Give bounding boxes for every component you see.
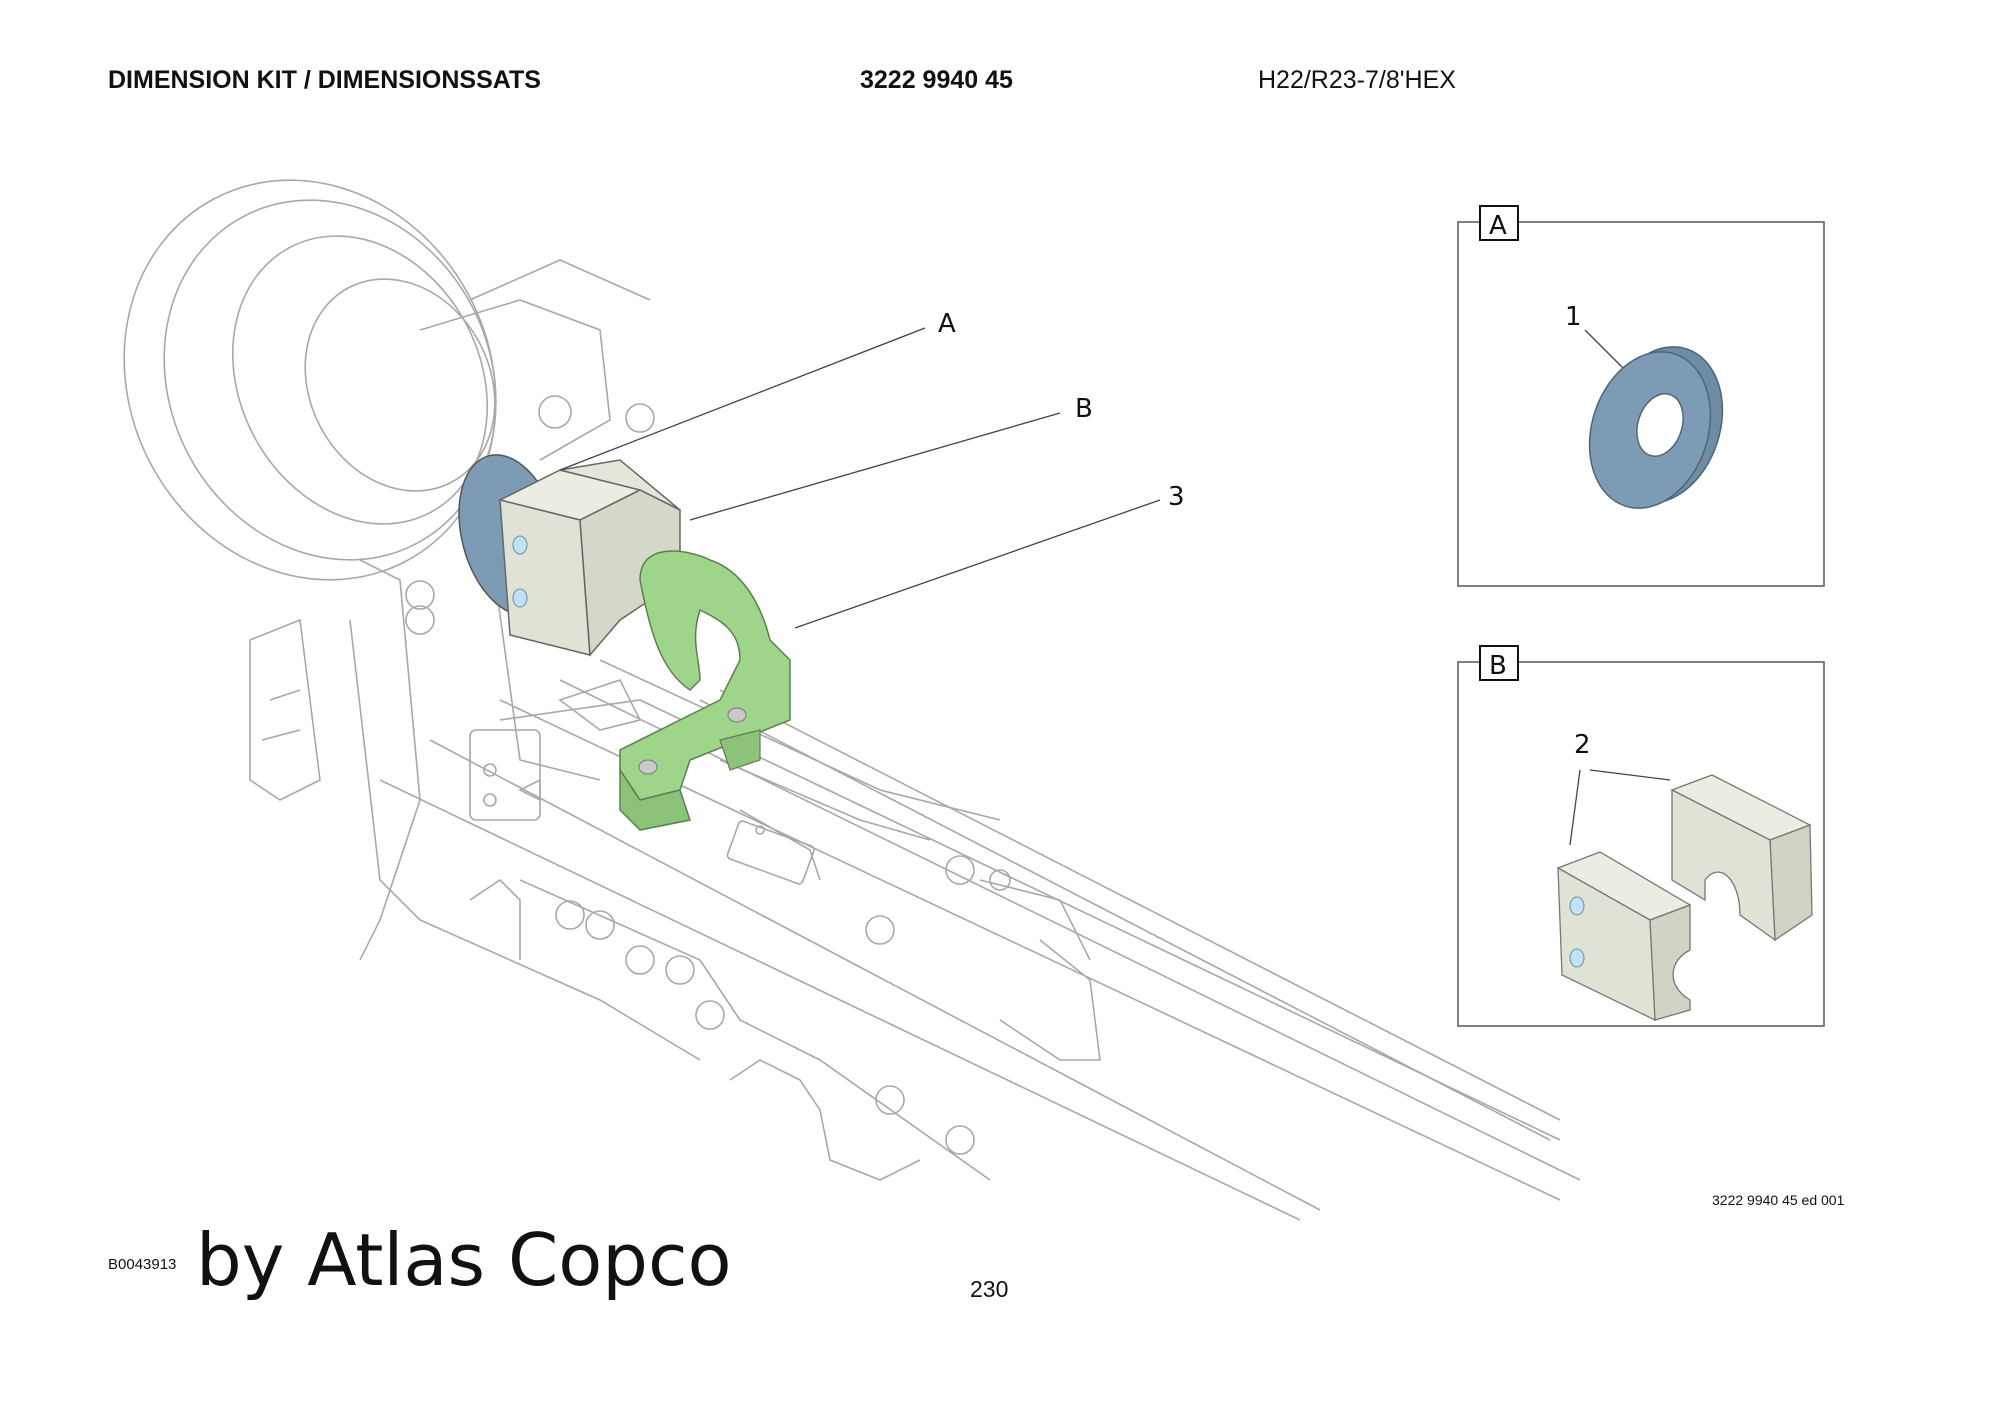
watermark-text: by Atlas Copco — [196, 1218, 732, 1302]
detail-box-b: B 2 — [1457, 645, 1825, 1027]
figure-id: B0043913 — [108, 1256, 177, 1273]
callout-1: 1 — [1565, 302, 1582, 332]
part-number: 3222 9940 45 — [860, 66, 1013, 94]
callout-3: 3 — [1168, 482, 1185, 512]
machine-outline — [123, 179, 1581, 1221]
leader-lines — [559, 327, 1671, 846]
detail-box-a: A 1 — [1457, 205, 1825, 587]
page-number: 230 — [970, 1276, 1009, 1302]
callout-a: A — [938, 309, 956, 339]
model-designation: H22/R23-7/8'HEX — [1258, 66, 1456, 94]
callout-2: 2 — [1574, 730, 1591, 760]
bracket-installed — [619, 550, 791, 831]
callout-b: B — [1075, 394, 1093, 424]
drawing-reference: 3222 9940 45 ed 001 — [1712, 1192, 1845, 1208]
detail-box-a-label: A — [1489, 211, 1507, 241]
detail-box-b-label: B — [1489, 651, 1507, 681]
document-title: DIMENSION KIT / DIMENSIONSSATS — [108, 66, 541, 94]
split-block-installed — [497, 459, 681, 657]
